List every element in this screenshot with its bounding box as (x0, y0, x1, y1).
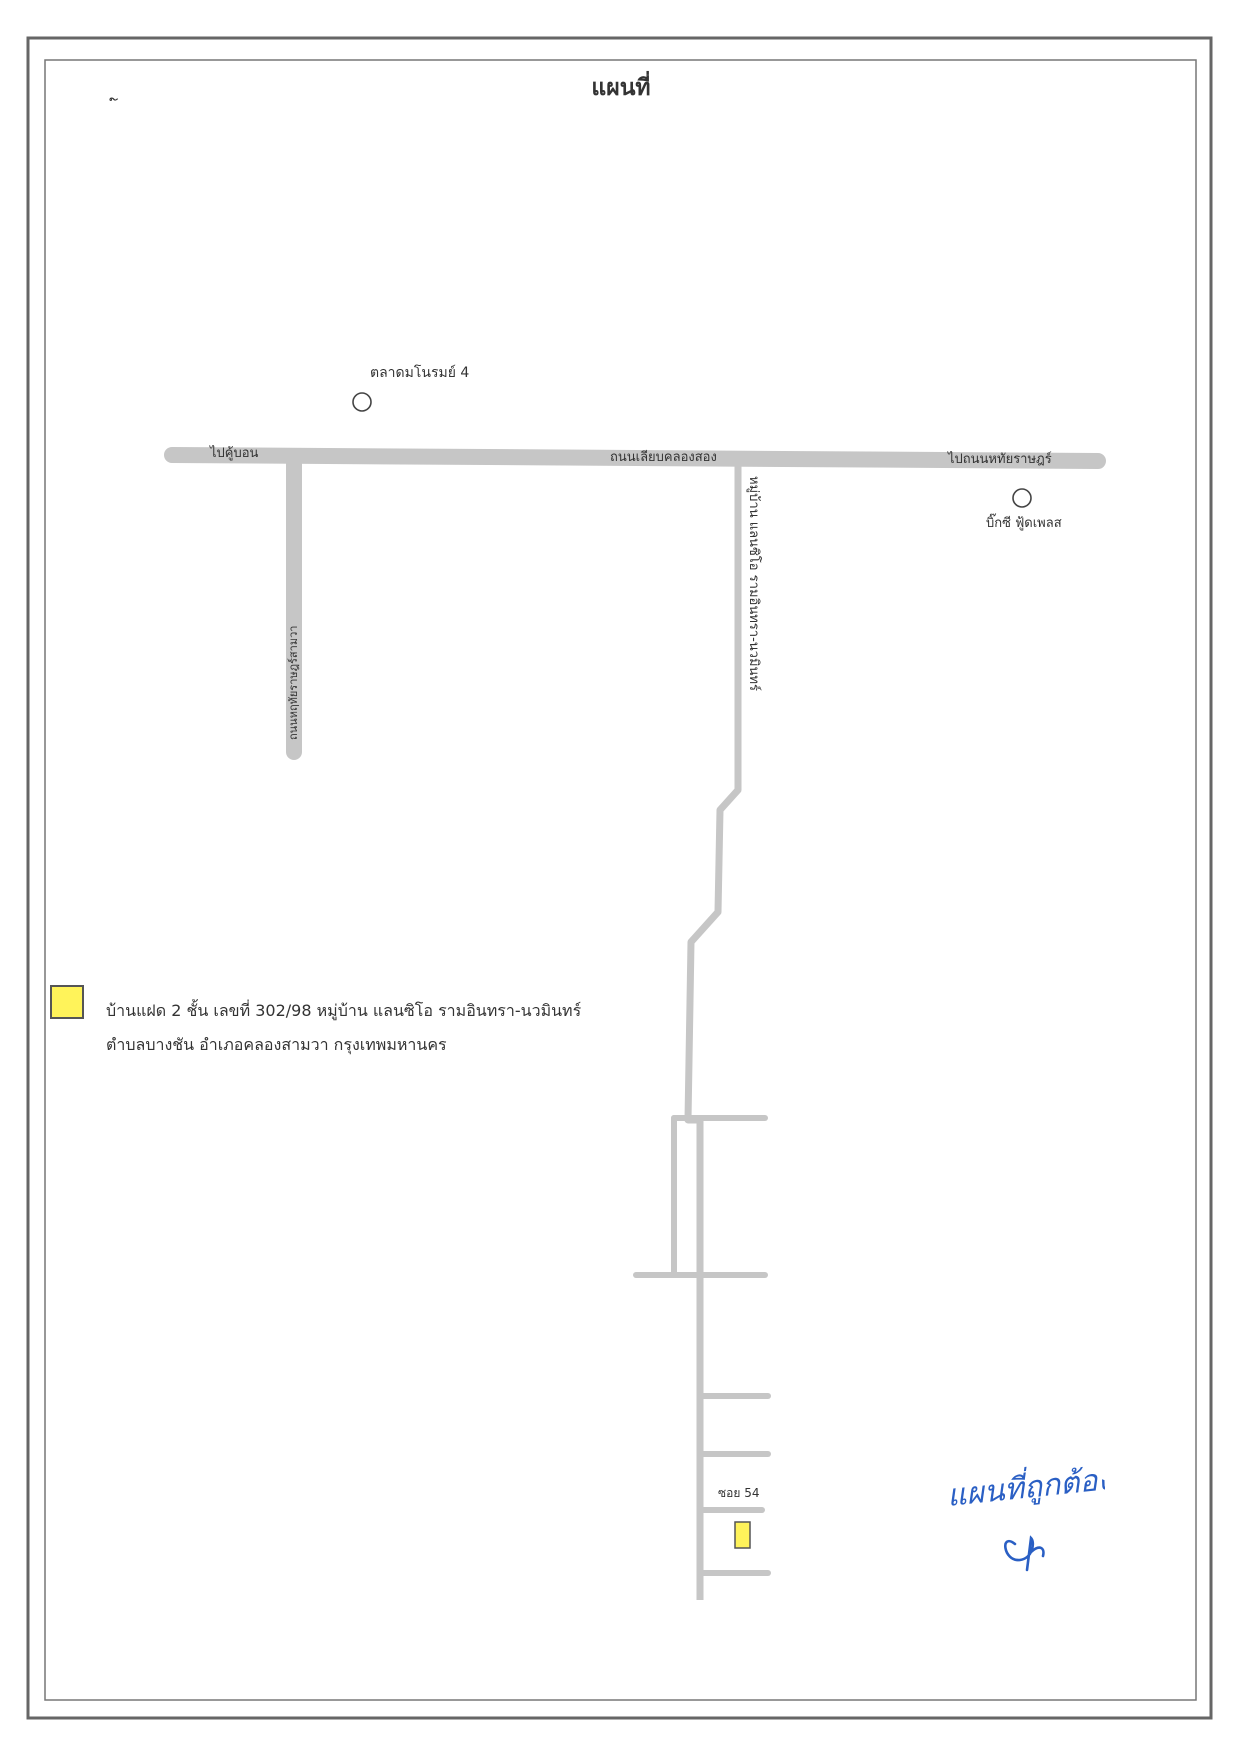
main-road (164, 447, 1106, 469)
page-title: แผนที่ (591, 75, 651, 101)
west-branch-label: ถนนหฤทัยราษฎร์สามวา (287, 626, 300, 740)
soi-label: ซอย 54 (718, 1486, 759, 1500)
legend-address-line-1: บ้านแฝด 2 ชั้น เลขที่ 302/98 หมู่บ้าน แล… (106, 1001, 582, 1020)
to-west-label: ไปคู้บอน (209, 445, 259, 461)
main-road-label: ถนนเลียบคลองสอง (610, 449, 717, 465)
bigc-landmark-icon (1012, 488, 1032, 508)
handwritten-note: แผนที่ถูกต้อง (945, 1458, 1105, 1572)
signature-mark (1004, 1535, 1045, 1572)
market-label: ตลาดมโนรมย์ 4 (370, 364, 469, 381)
outer-border (26, 36, 1213, 1720)
market-landmark-icon (352, 392, 372, 412)
side-streets (633, 1115, 771, 1576)
legend-swatch (50, 985, 84, 1019)
bigc-label: บิ๊กซี ฟู้ดเพลส (986, 513, 1062, 531)
house-marker (734, 1521, 751, 1549)
village-road-label: หมู่บ้าน แลนซิโอ รามอินทรา-นวมินทร์ (746, 476, 762, 691)
legend-address-line-2: ตำบลบางชัน อำเภอคลองสามวา กรุงเทพมหานคร (106, 1035, 447, 1054)
handwritten-note-text: แผนที่ถูกต้อง (945, 1458, 1105, 1514)
village-road (684, 461, 742, 1600)
to-east-label: ไปถนนหทัยราษฎร์ (947, 451, 1052, 467)
inner-border (44, 59, 1197, 1701)
